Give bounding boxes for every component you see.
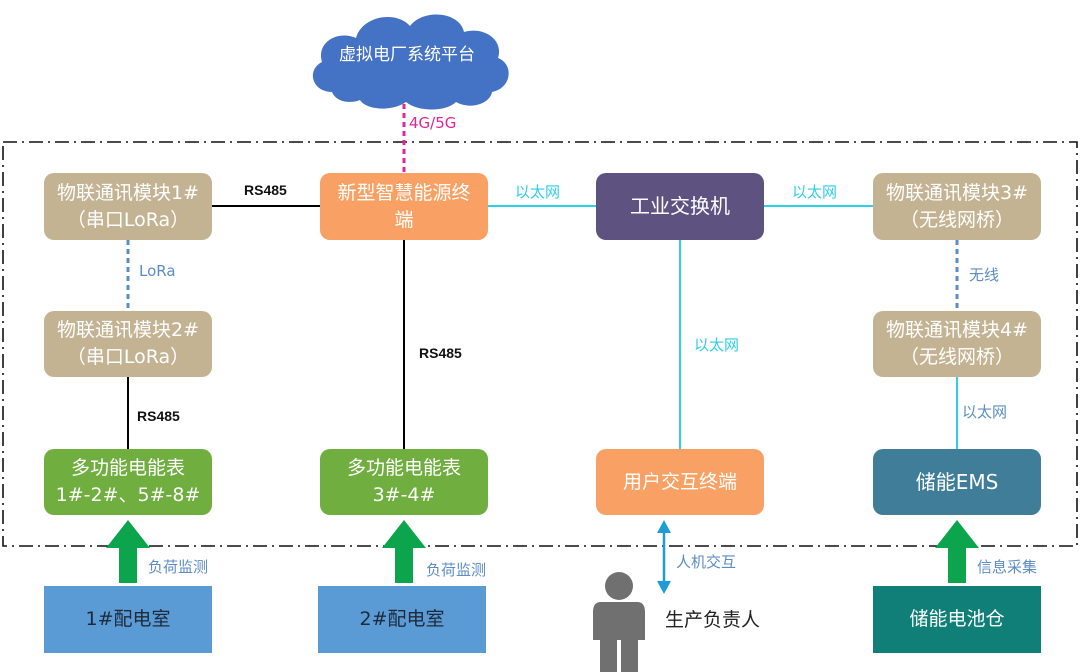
m1-terminal-label: RS485 bbox=[244, 182, 287, 198]
iot-module-1-subtitle: （串口LoRa） bbox=[66, 208, 190, 231]
industrial-switch: 工业交换机 bbox=[596, 173, 764, 240]
cloud-link-label: 4G/5G bbox=[409, 114, 457, 132]
iot-module-2-title: 物联通讯模块2# bbox=[56, 319, 199, 341]
industrial-switch-label: 工业交换机 bbox=[630, 194, 730, 218]
smart-energy-terminal-subtitle: 端 bbox=[394, 208, 414, 231]
smart-energy-terminal: 新型智慧能源终 端 bbox=[320, 173, 488, 240]
user-interaction-terminal-label: 用户交互终端 bbox=[622, 470, 737, 493]
iot-module-4-subtitle: （无线网桥） bbox=[899, 346, 1014, 368]
distribution-room-1: 1#配电室 bbox=[44, 586, 212, 653]
iot-module-1: 物联通讯模块1# （串口LoRa） bbox=[44, 173, 212, 240]
distribution-room-2: 2#配电室 bbox=[318, 586, 486, 653]
iot-module-3: 物联通讯模块3# （无线网桥） bbox=[873, 173, 1041, 240]
user-interaction-terminal: 用户交互终端 bbox=[596, 449, 764, 515]
storage-ems: 储能EMS bbox=[873, 449, 1041, 515]
arrow-head-down bbox=[657, 581, 671, 594]
person-label: 生产负责人 bbox=[665, 609, 761, 631]
iot-module-4-title: 物联通讯模块4# bbox=[885, 319, 1028, 341]
site-boundary bbox=[2, 141, 1078, 547]
iot-module-3-title: 物联通讯模块3# bbox=[885, 181, 1028, 204]
iot-module-2: 物联通讯模块2# （串口LoRa） bbox=[44, 311, 212, 377]
arrow-head-up bbox=[657, 520, 671, 533]
load-label-2: 负荷监测 bbox=[426, 561, 487, 579]
battery-storage-cabin: 储能电池仓 bbox=[873, 586, 1041, 653]
iot-module-3-subtitle: （无线网桥） bbox=[899, 208, 1014, 231]
load-label-1: 负荷监测 bbox=[148, 558, 209, 576]
energy-meter-2-subtitle: 3#-4# bbox=[372, 484, 436, 506]
switch-m3-label: 以太网 bbox=[792, 183, 838, 201]
distribution-room-1-label: 1#配电室 bbox=[85, 608, 171, 630]
terminal-switch-label: 以太网 bbox=[515, 183, 561, 201]
energy-meter-1: 多功能电能表 1#-2#、5#-8# bbox=[44, 449, 212, 515]
iot-module-1-title: 物联通讯模块1# bbox=[56, 181, 199, 204]
m4-ems-label: 以太网 bbox=[962, 403, 1008, 421]
smart-energy-terminal-title: 新型智慧能源终 bbox=[337, 181, 471, 204]
energy-meter-1-subtitle: 1#-2#、5#-8# bbox=[55, 484, 201, 506]
storage-ems-label: 储能EMS bbox=[915, 469, 999, 494]
distribution-room-2-label: 2#配电室 bbox=[359, 608, 445, 630]
iot-module-2-subtitle: （串口LoRa） bbox=[66, 346, 190, 368]
energy-meter-2: 多功能电能表 3#-4# bbox=[320, 449, 488, 515]
battery-storage-cabin-label: 储能电池仓 bbox=[909, 608, 1005, 630]
collect-arrow bbox=[935, 520, 979, 583]
person-icon bbox=[593, 572, 645, 672]
human-link-label: 人机交互 bbox=[676, 553, 737, 571]
collect-label: 信息采集 bbox=[977, 558, 1038, 576]
energy-meter-1-title: 多功能电能表 bbox=[70, 457, 185, 479]
cloud-platform-label: 虚拟电厂系统平台 bbox=[339, 45, 475, 65]
terminal-meter2-label: RS485 bbox=[419, 345, 462, 361]
lora-label: LoRa bbox=[139, 262, 176, 280]
cloud-shape bbox=[312, 14, 509, 110]
load-arrow-1 bbox=[106, 520, 150, 583]
iot-module-4: 物联通讯模块4# （无线网桥） bbox=[873, 311, 1041, 377]
wireless-label: 无线 bbox=[969, 266, 1000, 284]
switch-user-label: 以太网 bbox=[694, 336, 740, 354]
m2-meter1-label: RS485 bbox=[137, 408, 180, 424]
load-arrow-2 bbox=[382, 520, 426, 583]
energy-meter-2-title: 多功能电能表 bbox=[346, 457, 461, 479]
